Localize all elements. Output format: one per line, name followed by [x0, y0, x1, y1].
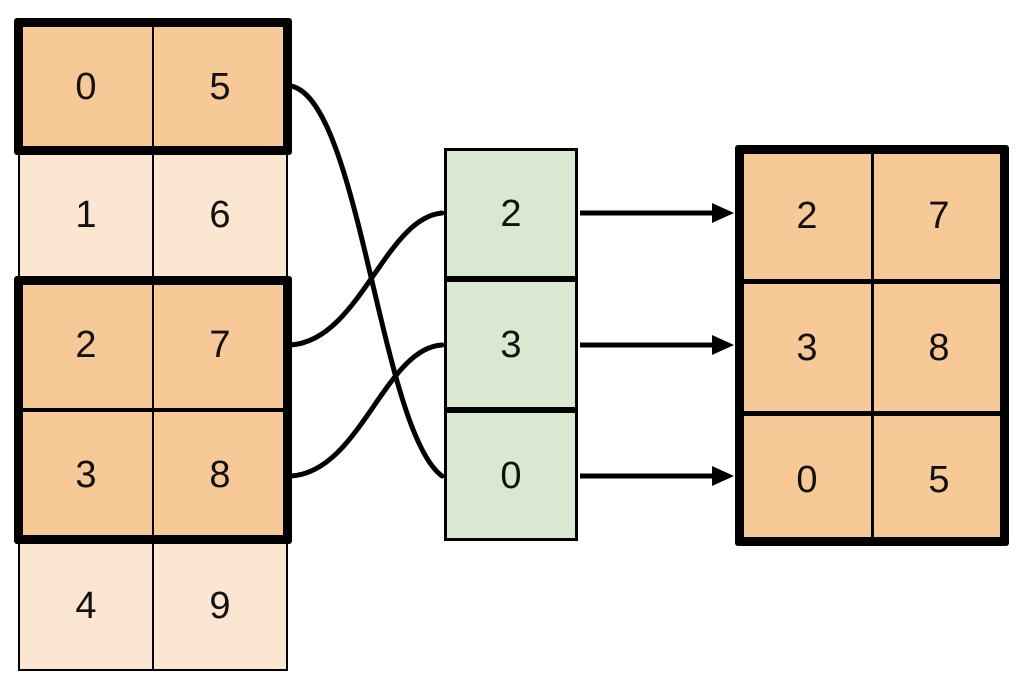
result-cell-r1c0[interactable]: 3 [739, 281, 875, 414]
result-cell-r1c1[interactable]: 8 [871, 281, 1007, 414]
arrow-head-icon-1 [712, 335, 734, 355]
source-cell-r0c1[interactable]: 5 [152, 22, 288, 152]
source-cell-r2c0[interactable]: 2 [18, 280, 154, 410]
index-cell-2[interactable]: 0 [444, 410, 578, 541]
source-cell-r1c0[interactable]: 1 [18, 150, 154, 280]
index-cell-0[interactable]: 2 [444, 148, 578, 279]
source-cell-r4c0[interactable]: 4 [18, 541, 154, 671]
source-cell-r3c1[interactable]: 8 [152, 410, 288, 540]
source-cell-r4c1[interactable]: 9 [152, 541, 288, 671]
source-cell-r0c0[interactable]: 0 [18, 22, 154, 152]
index-cell-1[interactable]: 3 [444, 279, 578, 410]
source-cell-r3c0[interactable]: 3 [18, 410, 154, 540]
source-cell-r2c1[interactable]: 7 [152, 280, 288, 410]
source-cell-r1c1[interactable]: 6 [152, 150, 288, 280]
result-cell-r2c0[interactable]: 0 [739, 413, 875, 546]
result-cell-r0c1[interactable]: 7 [871, 149, 1007, 282]
arrow-head-icon-2 [712, 466, 734, 486]
link-curve-row3-to-index1 [288, 342, 445, 479]
result-cell-r2c1[interactable]: 5 [871, 413, 1007, 546]
result-cell-r0c0[interactable]: 2 [739, 149, 875, 282]
link-curve-row2-to-index0 [288, 210, 445, 348]
link-curve-row0-to-index2 [288, 83, 445, 479]
arrow-head-icon-0 [712, 203, 734, 223]
